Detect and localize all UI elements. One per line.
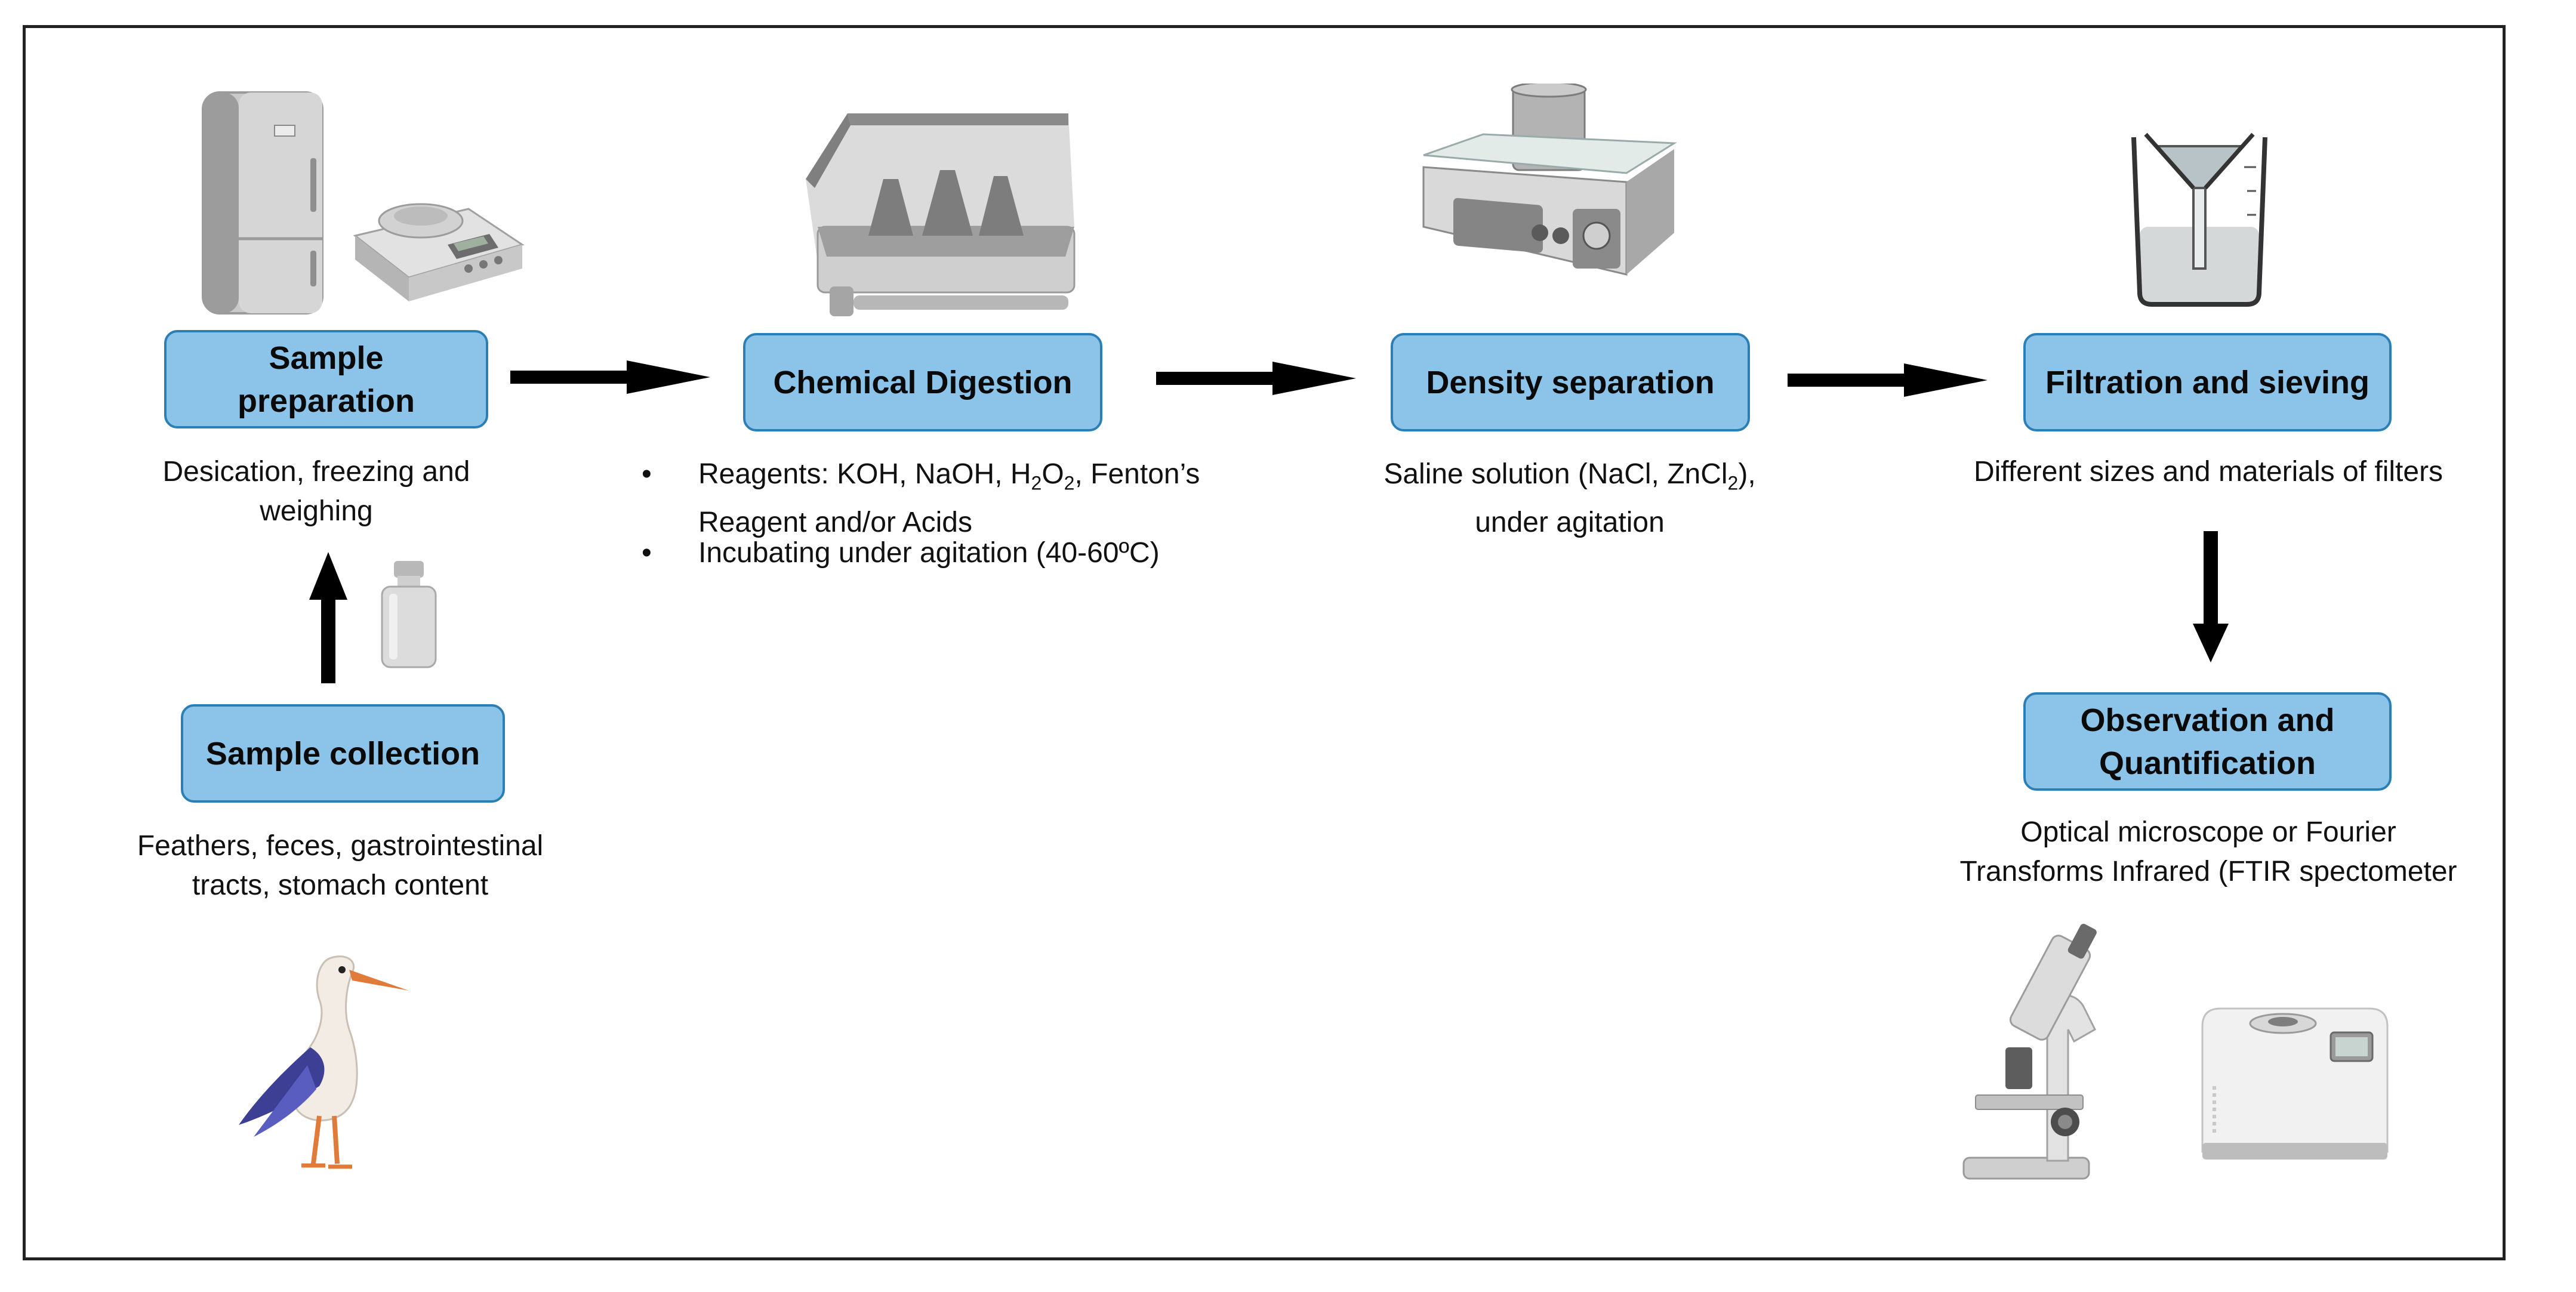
sample-preparation-title-line2: preparation bbox=[237, 383, 415, 419]
stirring-plate-icon bbox=[1422, 84, 1677, 276]
sample-collection-desc: Feathers, feces, gastrointestinal tracts… bbox=[95, 827, 585, 905]
density-desc-line2: under agitation bbox=[1475, 506, 1665, 538]
sample-collection-box: Sample collection bbox=[181, 704, 505, 803]
incubating-text: Incubating under agitation (40-60ºC) bbox=[698, 537, 1160, 569]
filter-funnel-icon bbox=[2131, 132, 2267, 307]
density-separation-desc: Saline solution (NaCl, ZnCl2), under agi… bbox=[1337, 455, 1802, 542]
filtration-title: Filtration and sieving bbox=[2045, 364, 2370, 400]
density-desc-prefix: Saline solution (NaCl, ZnCl bbox=[1383, 458, 1728, 490]
reagents-o: O bbox=[1042, 458, 1064, 490]
vial-icon bbox=[381, 561, 437, 668]
diagram-frame bbox=[23, 25, 2506, 1260]
sample-collection-title: Sample collection bbox=[205, 735, 480, 772]
observation-title-line2: Quantification bbox=[2099, 745, 2316, 781]
sample-preparation-box: Sample preparation bbox=[164, 330, 488, 428]
arrow-collection-to-preparation bbox=[309, 552, 347, 683]
observation-box: Observation and Quantification bbox=[2023, 692, 2392, 791]
bullet-marker: • bbox=[642, 537, 652, 569]
sample-preparation-desc: Desication, freezing and weighing bbox=[119, 452, 513, 531]
observation-title-line1: Observation and bbox=[2080, 702, 2335, 738]
density-desc-sub: 2 bbox=[1727, 472, 1739, 494]
arrow-prep-to-digestion bbox=[510, 360, 710, 394]
chemical-digestion-box: Chemical Digestion bbox=[743, 333, 1102, 431]
reagents-line2: Reagent and/or Acids bbox=[698, 506, 972, 538]
digestion-bullet-incubating: • Incubating under agitation (40-60ºC) bbox=[642, 534, 1160, 573]
reagents-prefix: Reagents: KOH, NaOH, H bbox=[698, 458, 1031, 490]
arrow-density-to-filtration bbox=[1788, 363, 1988, 397]
sample-preparation-title-line1: Sample bbox=[269, 340, 384, 376]
observation-desc: Optical microscope or Fourier Transforms… bbox=[1916, 813, 2501, 892]
sample-collection-desc-line2: tracts, stomach content bbox=[192, 869, 489, 901]
reagents-suffix: , Fenton’s bbox=[1074, 458, 1200, 490]
balance-icon bbox=[353, 203, 525, 301]
chemical-digestion-title: Chemical Digestion bbox=[773, 364, 1073, 400]
incubator-shaker-icon bbox=[806, 113, 1076, 316]
reagents-sub-o2: 2 bbox=[1064, 472, 1075, 494]
reagents-sub-h2: 2 bbox=[1031, 472, 1042, 494]
observation-desc-line2: Transforms Infrared (FTIR spectometer bbox=[1959, 856, 2457, 887]
arrow-digestion-to-density bbox=[1156, 362, 1356, 395]
filtration-desc: Different sizes and materials of filters bbox=[1928, 452, 2489, 492]
sample-preparation-desc-line2: weighing bbox=[260, 495, 373, 527]
density-separation-title: Density separation bbox=[1426, 364, 1715, 400]
bullet-marker: • bbox=[642, 458, 652, 490]
arrow-filtration-to-observation bbox=[2193, 531, 2229, 662]
microscope-icon bbox=[1962, 923, 2097, 1180]
density-desc-suffix: ), bbox=[1738, 458, 1756, 490]
sample-collection-desc-line1: Feathers, feces, gastrointestinal bbox=[137, 830, 544, 862]
density-separation-box: Density separation bbox=[1391, 333, 1750, 431]
observation-desc-line1: Optical microscope or Fourier bbox=[2020, 816, 2396, 848]
refrigerator-icon bbox=[202, 91, 323, 314]
filtration-desc-text: Different sizes and materials of filters bbox=[1973, 456, 2443, 488]
filtration-box: Filtration and sieving bbox=[2023, 333, 2392, 431]
stork-icon bbox=[239, 955, 409, 1169]
ftir-spectrometer-icon bbox=[2201, 1007, 2389, 1160]
sample-preparation-desc-line1: Desication, freezing and bbox=[162, 456, 470, 488]
digestion-bullet-reagents: • Reagents: KOH, NaOH, H2O2, Fenton’s Re… bbox=[642, 455, 1200, 542]
